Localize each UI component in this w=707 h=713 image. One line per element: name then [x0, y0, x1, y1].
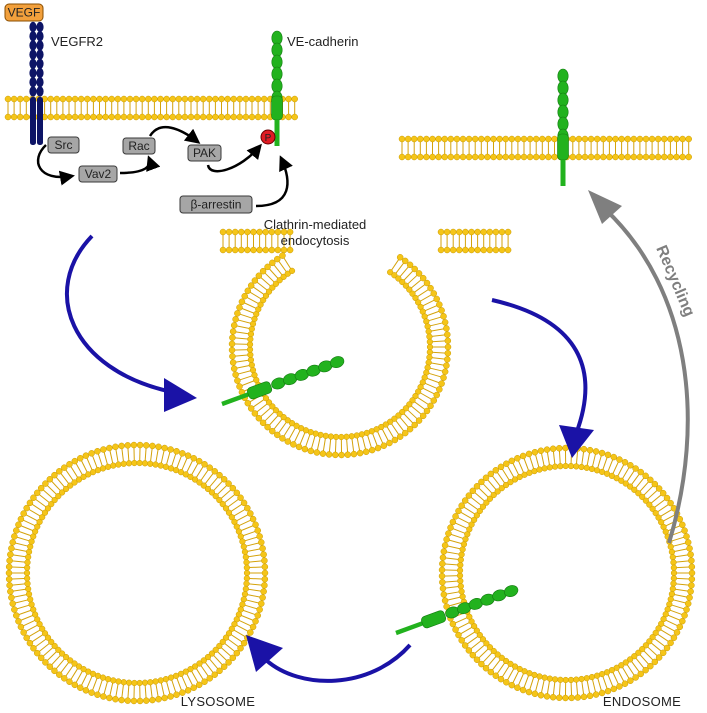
recycling-arrow	[588, 190, 690, 544]
cadherin-ec-domain	[329, 356, 345, 369]
vegfr2-domain	[29, 86, 37, 97]
clathrin-label-line2: endocytosis	[281, 233, 350, 248]
vegfr2-domain	[36, 31, 44, 42]
beta-arrestin-label: β-arrestin	[191, 198, 242, 212]
cadherin-transmembrane	[271, 95, 283, 121]
rac-label: Rac	[128, 139, 149, 153]
internalization-arrowhead	[164, 378, 197, 412]
cadherin-cytoplasmic-tail	[221, 391, 251, 407]
signalling-arrows	[36, 125, 293, 208]
vegfr2-domain	[29, 21, 37, 33]
vav2-box: Vav2	[78, 165, 118, 183]
internalization-arrow	[65, 234, 173, 394]
to-lysosome-arrow	[264, 643, 412, 683]
vav2-label: Vav2	[85, 167, 112, 181]
rac-box: Rac	[122, 137, 156, 155]
vegfr2-domain	[29, 40, 37, 51]
endosome-membrane	[438, 444, 696, 702]
ve-cadherin-recycled	[557, 68, 569, 186]
ve-cadherin-in-endosome	[395, 585, 519, 636]
lysosome-label: LYSOSOME	[181, 694, 255, 709]
vegfr2-label: VEGFR2	[51, 34, 103, 49]
vegfr2-transmembrane	[37, 97, 43, 145]
blue-arrows	[65, 234, 594, 683]
src-box: Src	[47, 136, 80, 154]
to-endosome-arrowhead	[559, 425, 594, 458]
vegf-label: VEGF	[8, 6, 41, 20]
phospho-label: P	[265, 133, 272, 144]
to-endosome-arrow	[491, 298, 588, 435]
vegfr2-domain	[29, 77, 37, 88]
cadherin-cytoplasmic-tail	[395, 620, 425, 636]
ve-cadherin-in-vesicle	[221, 356, 345, 407]
src-label: Src	[55, 138, 73, 152]
clathrin-coated-pit	[228, 252, 452, 459]
cadherin-transmembrane	[247, 381, 273, 400]
vegfr2-domain	[36, 21, 44, 33]
vegfr2-domain	[36, 67, 44, 79]
clathrin-label-line1: Clathrin-mediated	[264, 217, 367, 232]
lysosome-membrane	[5, 441, 269, 705]
recycling-arrow-line	[604, 208, 690, 544]
ve-cadherin-label: VE-cadherin	[287, 34, 359, 49]
vegfr2-receptor	[29, 21, 44, 145]
vegf-ligand: VEGF	[4, 3, 44, 22]
plasma-membrane-right	[398, 135, 692, 161]
ve-cadherin-plasma-membrane	[271, 30, 283, 146]
src-to-vav2-arrow	[36, 144, 75, 186]
endosome-label: ENDOSOME	[603, 694, 681, 709]
lipid-membranes	[4, 95, 696, 705]
vegfr2-domain	[29, 31, 37, 42]
vegfr2-domain	[29, 49, 37, 60]
vegfr2-transmembrane	[30, 97, 36, 145]
vegfr2-domain	[29, 58, 37, 69]
recycling-arrowhead	[588, 190, 622, 224]
rac-to-pak-arrow	[148, 125, 201, 144]
plasma-membrane-left	[4, 95, 298, 121]
vegfr2-domain	[36, 49, 44, 60]
phospho-mark: P	[260, 129, 276, 145]
to-lysosome-arrowhead	[246, 635, 283, 672]
vegfr2-domain	[36, 86, 44, 97]
cadherin-cytoplasmic-tail	[560, 160, 566, 186]
beta-arrestin-box: β-arrestin	[179, 195, 253, 214]
pit-rim-left	[219, 228, 294, 254]
vav2-to-rac-arrow	[119, 155, 161, 175]
cadherin-transmembrane	[557, 133, 569, 161]
vegfr2-domain	[29, 67, 37, 79]
cadherin-cytoplasmic-tail	[274, 120, 280, 146]
vegfr2-domain	[36, 77, 44, 88]
cadherin-ec-domain	[503, 585, 519, 598]
pak-to-phospho-arrow	[206, 143, 262, 173]
pak-label: PAK	[193, 146, 216, 160]
pit-rim-right	[437, 228, 512, 254]
vegfr2-domain	[36, 40, 44, 51]
cadherin-transmembrane	[421, 610, 447, 629]
arrestin-to-cadherin-arrow	[255, 155, 293, 208]
pak-box: PAK	[187, 144, 222, 162]
vegfr2-domain	[36, 58, 44, 69]
